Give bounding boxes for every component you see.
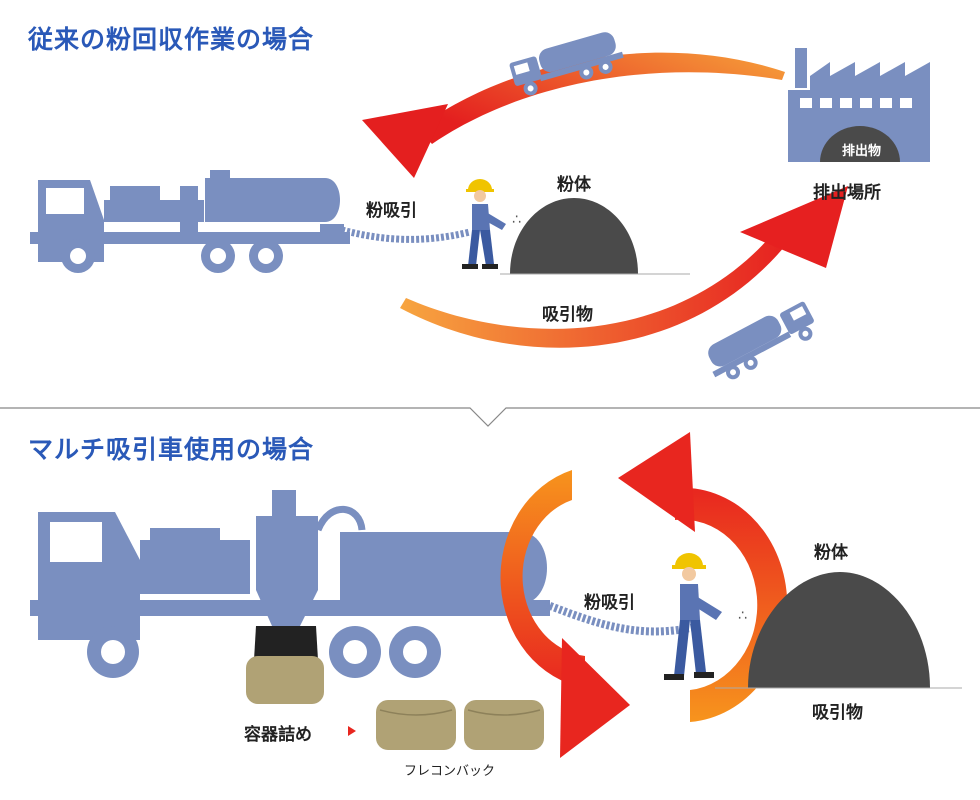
section-title-conventional: 従来の粉回収作業の場合: [28, 25, 315, 54]
worker-icon: [664, 553, 722, 680]
section-title-multi: マルチ吸引車使用の場合: [28, 435, 315, 464]
suction-spray-dots: ∴: [512, 212, 521, 228]
vacuum-truck-top: [30, 170, 350, 273]
label-powder: 粉体: [557, 175, 591, 195]
suction-spray-dots: ∴: [738, 608, 747, 624]
flexible-bag: [376, 700, 456, 750]
container-bag: [246, 656, 324, 704]
label-sucked-material: 吸引物: [542, 305, 593, 325]
label-discharge-place: 排出場所: [813, 183, 881, 203]
cycle-arrow-left: [500, 470, 630, 758]
transport-truck-icon: [509, 32, 624, 96]
label-suction: 粉吸引: [366, 201, 417, 221]
hopper-outlet: [254, 626, 318, 660]
label-container-fill: 容器詰め: [244, 725, 312, 745]
transport-truck-icon: [708, 301, 814, 380]
section-divider: [0, 407, 980, 427]
multi-suction-truck: [30, 490, 550, 678]
label-sucked-material: 吸引物: [812, 703, 863, 723]
label-discharge-item: 排出物: [842, 144, 882, 159]
worker-icon: [462, 179, 506, 269]
pointer-arrow-icon: [348, 726, 356, 736]
flexible-bag: [464, 700, 544, 750]
discharge-arrow-top: [400, 186, 848, 348]
suction-hose-top: [341, 226, 471, 243]
label-powder: 粉体: [814, 543, 848, 563]
label-suction: 粉吸引: [584, 593, 635, 613]
label-flexible-bag: フレコンバック: [404, 764, 496, 779]
powder-mound-top: [510, 198, 638, 274]
factory-icon: [788, 48, 930, 162]
powder-mound-bottom: [748, 572, 930, 688]
